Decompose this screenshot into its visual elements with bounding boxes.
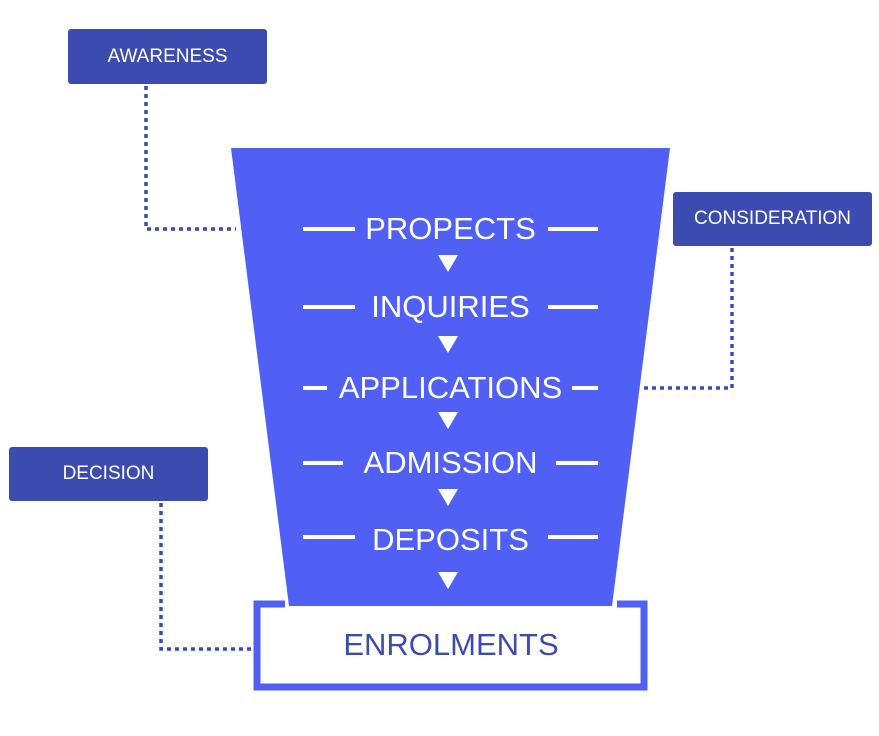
down-arrow-icon [438, 255, 458, 272]
stage-enrolments: ENROLMENTS [343, 627, 559, 662]
down-arrow-icon [438, 412, 458, 429]
stage-dash-left [303, 461, 343, 465]
decision-connector [159, 503, 252, 651]
awareness-label: AWARENESS [68, 29, 267, 84]
awareness-connector [144, 86, 236, 231]
stage-dash-left [303, 227, 355, 231]
down-arrow-icon [438, 336, 458, 353]
stage-dash-right [556, 461, 598, 465]
stage-dash-right [548, 535, 598, 539]
stage-dash-right [548, 227, 598, 231]
down-arrow-icon [438, 572, 458, 589]
stage-admission: ADMISSION [363, 445, 538, 480]
enrolments-bracket [253, 600, 648, 691]
consideration-connector [642, 248, 734, 390]
stage-dash-right [548, 305, 598, 309]
stage-prospects: PROPECTS [365, 211, 536, 246]
stage-deposits: DEPOSITS [372, 522, 529, 557]
stage-applications: APPLICATIONS [338, 370, 563, 405]
stage-dash-left [303, 305, 355, 309]
stage-dash-left [303, 535, 355, 539]
stage-dash-right [572, 386, 598, 390]
stage-inquiries: INQUIRIES [371, 289, 530, 324]
decision-label: DECISION [9, 447, 208, 501]
stage-dash-left [303, 386, 327, 390]
consideration-label: CONSIDERATION [673, 192, 872, 246]
funnel-shape [231, 148, 670, 606]
down-arrow-icon [438, 489, 458, 506]
